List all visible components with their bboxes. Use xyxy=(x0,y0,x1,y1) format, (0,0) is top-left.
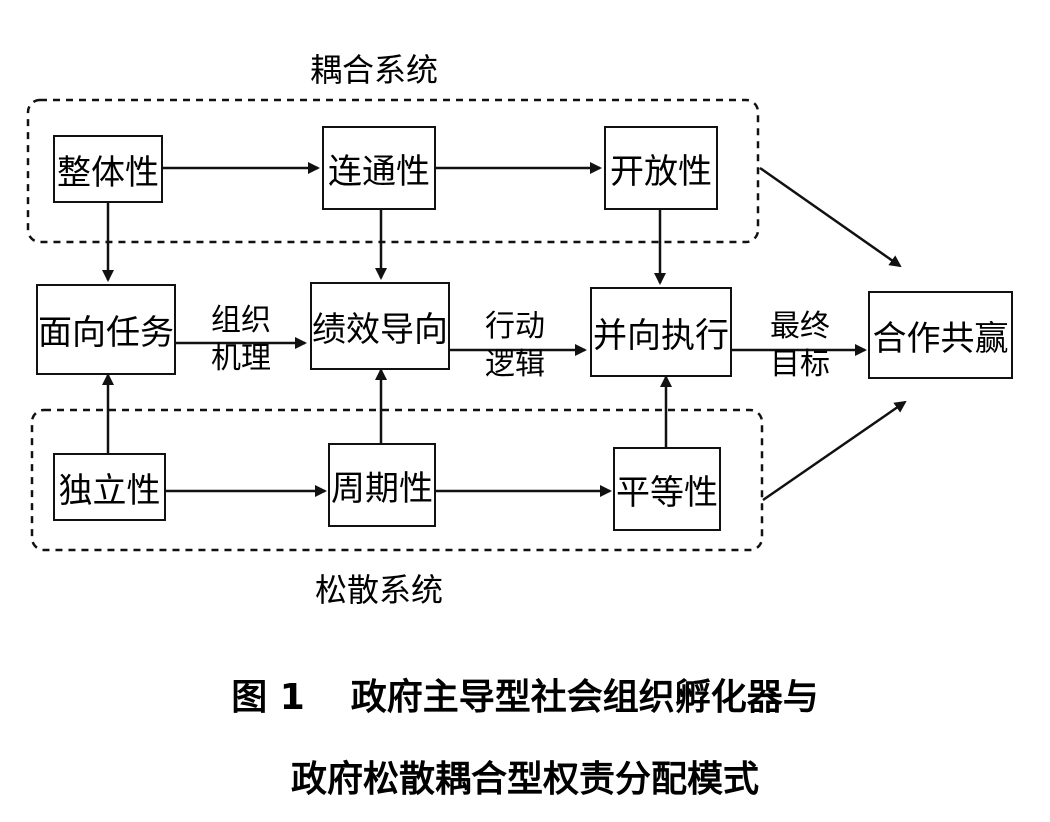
edge-label-goal: 最终 目标 xyxy=(755,308,845,384)
figure-number: 图 1 xyxy=(231,677,305,718)
node-integrity: 整体性 xyxy=(53,135,163,203)
loose-system-container xyxy=(30,408,764,552)
edge-label-goal-line2: 目标 xyxy=(770,347,830,382)
coupled-system-container xyxy=(26,98,760,244)
edge-label-mechanism-line2: 机理 xyxy=(211,341,271,376)
arrow-coupled-win xyxy=(759,166,902,268)
node-win: 合作共赢 xyxy=(868,291,1013,379)
caption-line2: 政府松散耦合型权责分配模式 xyxy=(290,759,759,800)
node-periodicity: 周期性 xyxy=(328,443,436,527)
caption-title-line1: 政府主导型社会组织孵化器与 xyxy=(350,677,819,718)
node-task: 面向任务 xyxy=(36,284,176,375)
node-equality: 平等性 xyxy=(613,447,721,531)
edge-label-goal-line1: 最终 xyxy=(770,309,830,344)
edge-label-logic: 行动 逻辑 xyxy=(470,308,560,384)
node-openness: 开放性 xyxy=(604,126,718,210)
edge-label-mechanism-line1: 组织 xyxy=(211,303,271,338)
loose-system-label: 松散系统 xyxy=(315,571,444,609)
edge-label-mechanism: 组织 机理 xyxy=(196,302,286,378)
node-parallel: 并向执行 xyxy=(590,287,732,377)
node-performance: 绩效导向 xyxy=(310,282,450,370)
edge-label-logic-line1: 行动 xyxy=(485,309,545,344)
edge-label-logic-line2: 逻辑 xyxy=(485,347,545,382)
arrow-loose-win xyxy=(762,400,907,502)
node-connectivity: 连通性 xyxy=(322,126,436,210)
coupled-system-label: 耦合系统 xyxy=(310,51,439,89)
caption-line1: 图 1 政府主导型社会组织孵化器与 xyxy=(0,668,1050,720)
node-independence: 独立性 xyxy=(53,453,166,521)
